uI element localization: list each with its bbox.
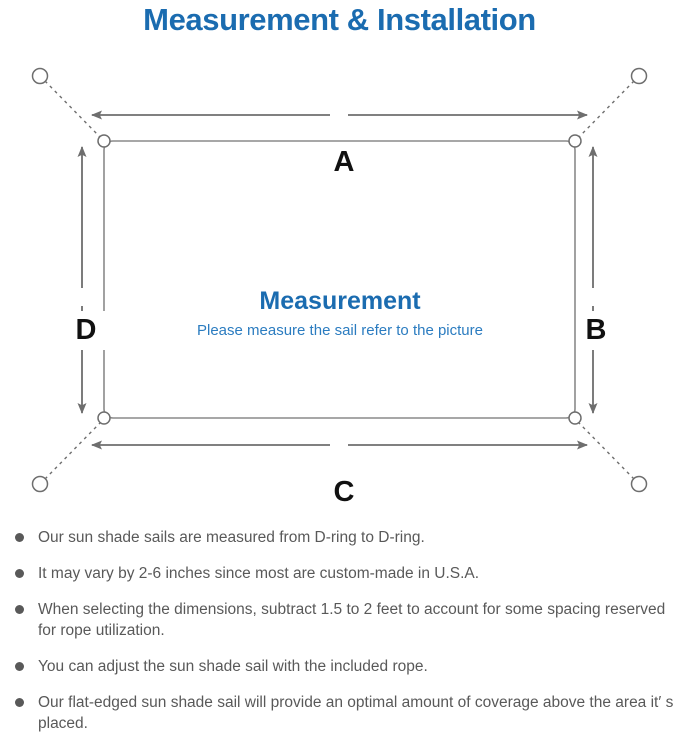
list-item-text: Our sun shade sails are measured from D-… [38,529,425,546]
d-ring-bottom-right [568,411,582,425]
list-item: You can adjust the sun shade sail with t… [12,656,674,677]
list-item: Our flat-edged sun shade sail will provi… [12,692,674,734]
rope-line-top-right [578,80,635,138]
list-item: Our sun shade sails are measured from D-… [12,527,674,548]
d-ring-top-right [568,134,582,148]
list-item-text: Our flat-edged sun shade sail will provi… [38,694,674,732]
anchor-point-top-right [630,67,648,85]
d-ring-top-left [97,134,111,148]
list-item-text: You can adjust the sun shade sail with t… [38,658,428,675]
dimension-label-b: B [576,311,616,350]
diagram-center-subtext: Please measure the sail refer to the pic… [197,322,483,339]
bullet-icon [15,533,24,542]
list-item: It may vary by 2-6 inches since most are… [12,563,674,584]
list-item-text: When selecting the dimensions, subtract … [38,601,666,639]
dimension-label-d: D [66,311,106,350]
diagram-center-text: Measurement Please measure the sail refe… [104,286,576,342]
bullet-icon [15,698,24,707]
diagram-center-heading: Measurement [259,287,421,315]
dimension-label-c: C [318,476,370,509]
rope-line-top-left [44,80,101,138]
diagram-svg [31,67,648,493]
page-title: Measurement & Installation [143,2,536,37]
bullet-icon [15,605,24,614]
d-ring-bottom-left [97,411,111,425]
rope-line-bottom-right [578,422,635,480]
notes-list: Our sun shade sails are measured from D-… [12,527,674,734]
measurement-diagram: A B C D Measurement Please measure the s… [0,48,679,518]
rope-line-bottom-left [44,422,101,480]
dimension-label-a: A [318,146,370,179]
list-item: When selecting the dimensions, subtract … [12,599,674,641]
bullet-icon [15,569,24,578]
bullet-icon [15,662,24,671]
anchor-point-bottom-left [31,475,49,493]
anchor-point-top-left [31,67,49,85]
list-item-text: It may vary by 2-6 inches since most are… [38,565,480,582]
sail-rectangle [103,140,576,419]
anchor-point-bottom-right [630,475,648,493]
